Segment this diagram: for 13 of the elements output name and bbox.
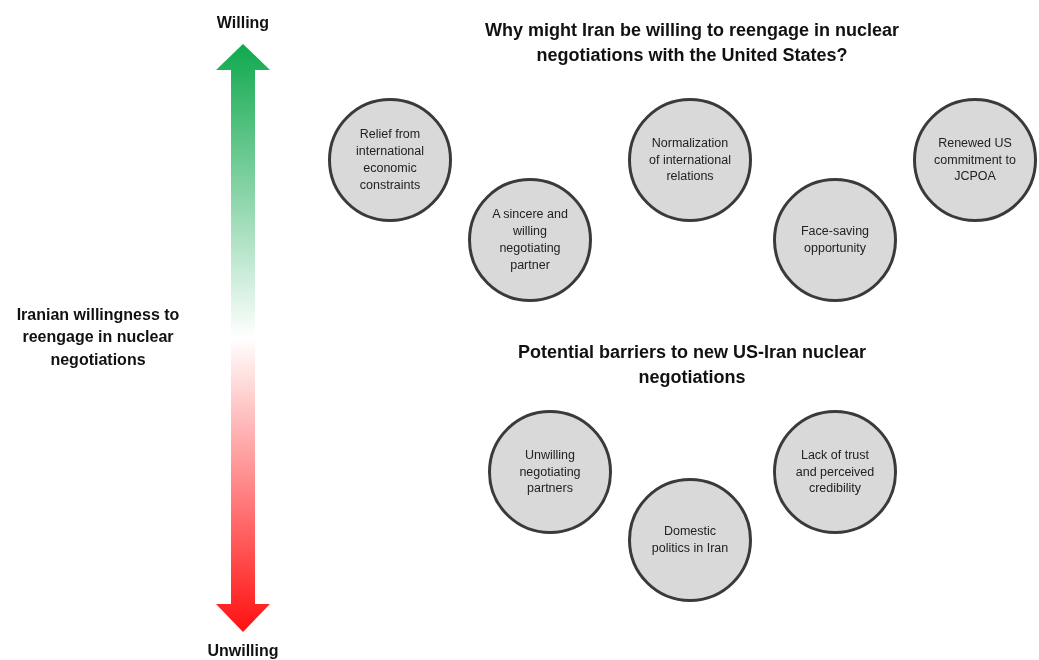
circle-node: Normalization of international relations: [628, 98, 752, 222]
circle-node: Lack of trust and perceived credibility: [773, 410, 897, 534]
circle-node: Domestic politics in Iran: [628, 478, 752, 602]
axis-label: Iranian willingness to reengage in nuclear negotiations: [15, 305, 181, 370]
circle-node: A sincere and willing negotiating partner: [468, 178, 592, 302]
circle-node: Unwilling negotiating partners: [488, 410, 612, 534]
scale-end-label: Willing: [215, 13, 271, 33]
section-heading: Potential barriers to new US-Iran nuclear negotiations: [516, 341, 868, 390]
circle-node: Face-saving opportunity: [773, 178, 897, 302]
circle-node: Renewed US commitment to JCPOA: [913, 98, 1037, 222]
section-heading: Why might Iran be willing to reengage in nuclear negotiations with the United States?: [483, 19, 901, 68]
scale-end-label: Unwilling: [206, 641, 280, 660]
circle-node: Relief from international economic constraints: [328, 98, 452, 222]
